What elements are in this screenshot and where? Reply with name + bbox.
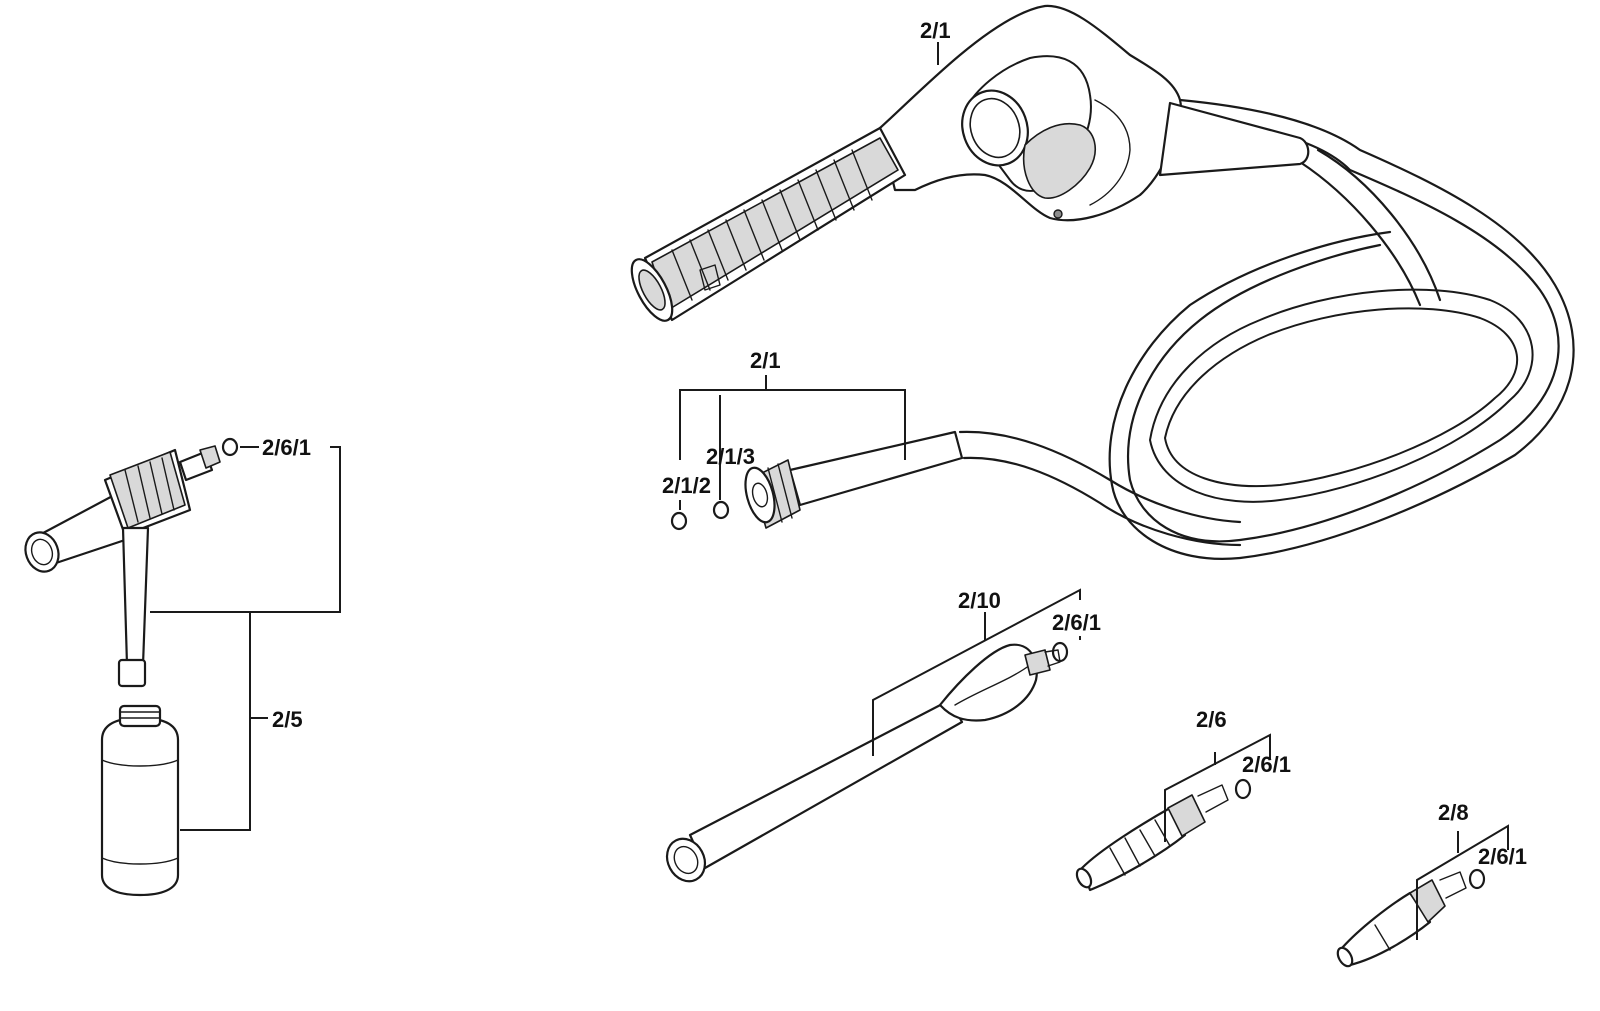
spray-gun	[630, 4, 1310, 322]
label-hose-oring-a: 2/1/3	[706, 444, 755, 469]
label-nozzle-2-8: 2/8	[1438, 800, 1469, 825]
high-pressure-hose	[958, 98, 1575, 560]
nozzle-2-8	[1336, 871, 1467, 968]
label-hose-oring-b: 2/1/2	[662, 473, 711, 498]
nozzle-2-8-oring	[1468, 868, 1486, 890]
lance-oring	[1051, 641, 1069, 663]
label-nozzle-2-6: 2/6	[1196, 707, 1227, 732]
hose-oring-b	[670, 511, 688, 531]
label-foam-oring: 2/6/1	[262, 435, 311, 460]
label-nozzle-2-8-oring: 2/6/1	[1478, 844, 1527, 869]
hose-oring-a	[712, 500, 730, 520]
label-gun: 2/1	[920, 18, 951, 43]
foam-nozzle	[24, 445, 221, 897]
hose-coupling-nut	[744, 430, 964, 529]
barrel-ribs	[671, 149, 873, 301]
label-lance-oring: 2/6/1	[1052, 610, 1101, 635]
nozzle-2-6-oring	[1234, 778, 1252, 800]
label-nozzle-2-6-oring: 2/6/1	[1242, 752, 1291, 777]
nozzle-2-6	[1075, 784, 1229, 892]
label-lance: 2/10	[958, 588, 1001, 613]
leader-lines	[150, 42, 1509, 940]
label-foam-set: 2/5	[272, 707, 303, 732]
label-hose-group: 2/1	[750, 348, 781, 373]
foam-oring	[221, 437, 239, 457]
spray-lance	[665, 643, 1061, 883]
